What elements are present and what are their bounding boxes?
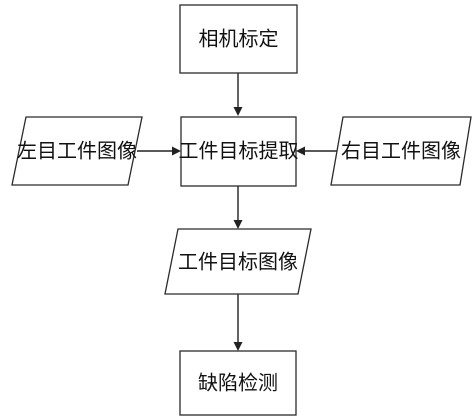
node-target-image: 工件目标图像 <box>164 228 312 295</box>
node-right-image-label: 右目工件图像 <box>341 139 461 163</box>
node-left-image: 左目工件图像 <box>11 116 143 186</box>
node-target-image-label: 工件目标图像 <box>178 250 298 274</box>
node-target-extraction-label: 工件目标提取 <box>179 139 299 163</box>
node-camera-calibration: 相机标定 <box>179 4 298 74</box>
node-left-image-label: 左目工件图像 <box>17 139 137 163</box>
edge-target-image-to-defect <box>233 294 243 351</box>
edge-extraction-to-target-image <box>233 186 243 229</box>
edge-left-to-extraction <box>137 146 181 156</box>
node-defect-detection-label: 缺陷检测 <box>198 371 278 395</box>
node-defect-detection: 缺陷检测 <box>179 350 297 416</box>
edge-calibration-to-extraction <box>233 73 243 116</box>
node-right-image: 右目工件图像 <box>330 116 472 186</box>
node-camera-calibration-label: 相机标定 <box>199 27 279 51</box>
node-target-extraction: 工件目标提取 <box>179 116 299 187</box>
